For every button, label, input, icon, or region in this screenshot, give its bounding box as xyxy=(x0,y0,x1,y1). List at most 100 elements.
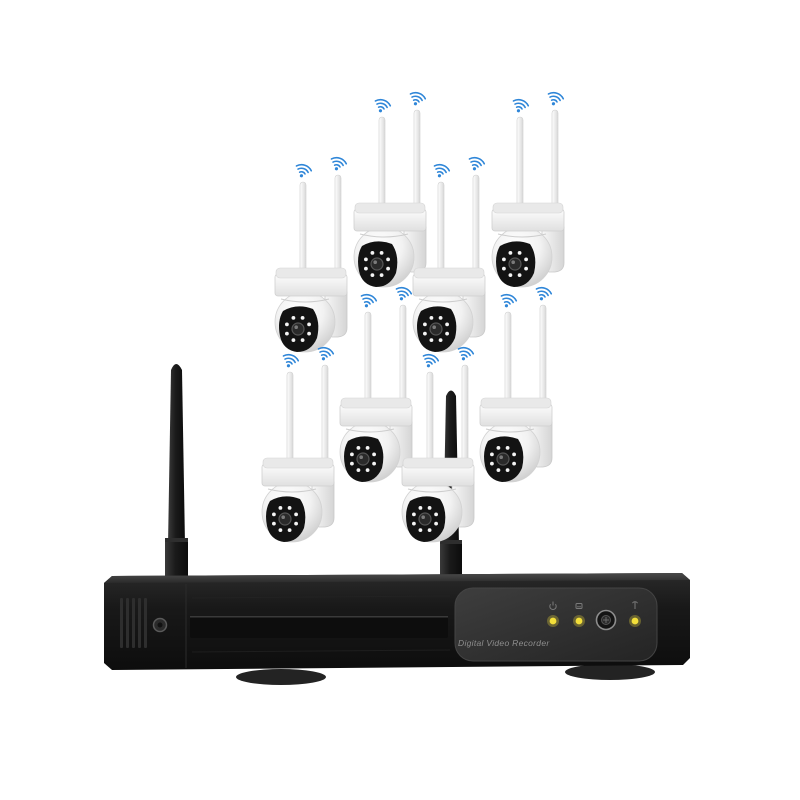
wifi-dot xyxy=(378,109,383,113)
camera-antenna-left xyxy=(286,371,294,467)
wifi-signal-icon xyxy=(395,286,413,301)
recorder-front-slot xyxy=(190,616,448,638)
wifi-arc xyxy=(512,98,530,107)
wifi-signal-icon xyxy=(422,353,440,368)
wifi-arc xyxy=(398,293,406,298)
camera-ir-led xyxy=(386,266,390,271)
camera-collar xyxy=(407,488,457,493)
wifi-arc xyxy=(502,297,514,304)
wifi-dot xyxy=(321,357,326,361)
camera-ir-led xyxy=(379,251,384,255)
camera-mount-top xyxy=(340,397,412,409)
camera-lens xyxy=(278,512,292,526)
recorder-label: Digital Video Recorder xyxy=(458,638,550,648)
camera-lens xyxy=(429,322,443,336)
camera-antenna-left xyxy=(299,181,307,277)
wifi-arc xyxy=(457,346,475,355)
wifi-arc xyxy=(503,300,511,305)
camera-ir-led xyxy=(490,461,494,466)
wifi-arc xyxy=(295,163,313,172)
camera-antenna-left xyxy=(504,311,512,407)
wifi-signal-icon xyxy=(317,346,335,361)
camera-ir-led xyxy=(502,266,506,271)
camera-array xyxy=(261,91,565,543)
wifi-arc xyxy=(284,357,296,364)
power-indicator-icon xyxy=(549,601,557,611)
camera-ir-led xyxy=(287,528,292,532)
wifi-dot xyxy=(551,102,556,106)
camera-collar xyxy=(485,428,535,433)
camera-mount-top xyxy=(262,457,334,469)
camera-mount-top xyxy=(275,267,347,279)
camera-antenna-left xyxy=(426,371,434,467)
wifi-dot xyxy=(516,109,521,113)
wifi-arc xyxy=(412,98,420,103)
camera-ir-led xyxy=(350,452,354,457)
recorder-foot-left xyxy=(236,669,326,685)
wifi-arc xyxy=(424,357,436,364)
wireless-camera xyxy=(274,156,348,353)
camera-lens xyxy=(496,452,510,466)
network-icon-arc xyxy=(632,601,638,604)
camera-antenna-left xyxy=(364,311,372,407)
camera-collar xyxy=(280,298,330,303)
wifi-arc xyxy=(317,346,335,355)
camera-ir-led xyxy=(423,331,427,336)
recorder-vent-slot xyxy=(144,598,147,648)
wifi-arc xyxy=(376,102,388,109)
camera-ir-led xyxy=(291,316,296,320)
wifi-arc xyxy=(395,286,413,295)
wifi-signal-icon xyxy=(500,293,518,308)
recorder-antenna-base xyxy=(165,538,188,580)
camera-ir-led xyxy=(524,266,528,271)
camera-ir-led xyxy=(356,468,361,472)
camera-ir-led xyxy=(278,528,283,532)
power-led xyxy=(547,615,559,627)
camera-ir-led xyxy=(379,273,384,277)
camera-ir-led xyxy=(438,338,443,342)
wifi-dot xyxy=(437,174,442,178)
camera-antenna-left xyxy=(516,116,524,212)
camera-collar xyxy=(418,298,468,303)
camera-collar xyxy=(345,428,395,433)
camera-mount-top xyxy=(354,202,426,214)
camera-lens-glint xyxy=(511,260,515,264)
wifi-arc xyxy=(362,297,374,304)
wifi-arc xyxy=(515,105,523,110)
power-icon-arc xyxy=(549,603,557,611)
camera-ir-led xyxy=(418,506,423,510)
recorder-port-hole xyxy=(157,622,163,628)
wifi-arc xyxy=(547,91,565,100)
camera-lens-glint xyxy=(421,515,425,519)
camera-collar xyxy=(359,233,409,238)
wifi-signal-icon xyxy=(282,353,300,368)
led-core xyxy=(575,617,583,625)
wifi-signal-icon xyxy=(457,346,475,361)
recorder-top-edge xyxy=(104,573,690,583)
usb-port-icon xyxy=(595,609,617,631)
camera-antenna-left xyxy=(437,181,445,277)
wifi-arc xyxy=(549,95,561,102)
wifi-arc xyxy=(330,156,348,165)
wifi-signal-icon xyxy=(433,163,451,178)
wifi-dot xyxy=(286,364,291,368)
wifi-arc xyxy=(500,293,518,302)
camera-ir-led xyxy=(505,446,510,450)
camera-ir-led xyxy=(372,461,376,466)
wifi-dot xyxy=(299,174,304,178)
camera-ir-led xyxy=(386,257,390,262)
wifi-dot xyxy=(426,364,431,368)
wifi-signal-icon xyxy=(468,156,486,171)
network-indicator-icon xyxy=(632,601,638,609)
wireless-camera xyxy=(353,91,427,288)
wifi-arc xyxy=(282,353,300,362)
wifi-arc xyxy=(425,360,433,365)
wifi-arc xyxy=(468,156,486,165)
wifi-dot xyxy=(472,167,477,171)
camera-lens xyxy=(356,452,370,466)
camera-ir-led xyxy=(356,446,361,450)
recorder-side-port xyxy=(152,617,168,633)
camera-lens-glint xyxy=(499,455,503,459)
wifi-signal-icon xyxy=(295,163,313,178)
